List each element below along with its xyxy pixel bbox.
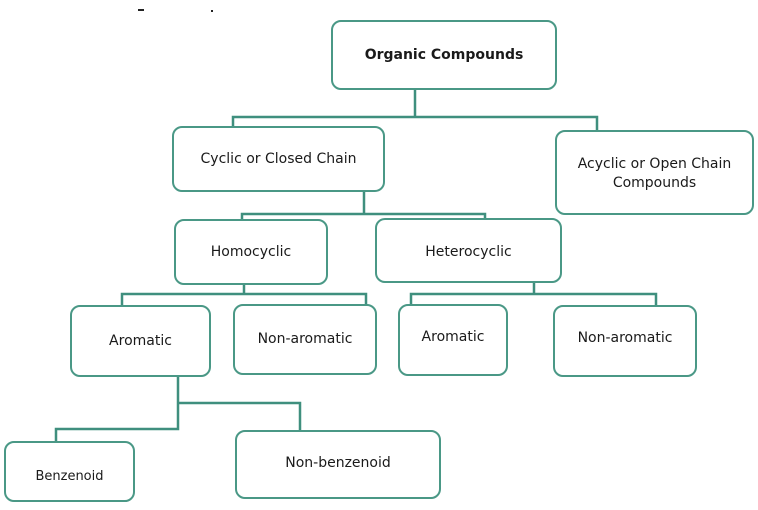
node-non-benzenoid: Non-benzenoid (235, 430, 441, 499)
node-label: Non-benzenoid (285, 455, 391, 471)
node-label: Benzenoid (35, 469, 104, 484)
node-heterocyclic-aromatic: Aromatic (398, 304, 508, 376)
node-label: Aromatic (109, 332, 172, 349)
node-heterocyclic-nonaromatic: Non-aromatic (553, 305, 697, 377)
node-homocyclic: Homocyclic (174, 219, 328, 285)
node-benzenoid: Benzenoid (4, 441, 135, 502)
node-label: Aromatic (421, 329, 485, 345)
node-acyclic-open-chain: Acyclic or Open Chain Compounds (555, 130, 754, 215)
node-homocyclic-aromatic: Aromatic (70, 305, 211, 377)
cropped-text-fragment (211, 10, 213, 12)
node-label: Non-aromatic (577, 330, 673, 346)
node-label: Acyclic or Open Chain Compounds (577, 156, 732, 191)
connector-aromatic-to-benzenoid (54, 377, 180, 441)
node-label: Non-aromatic (257, 331, 353, 347)
node-cyclic-closed-chain: Cyclic or Closed Chain (172, 126, 385, 192)
node-label: Heterocyclic (425, 244, 512, 260)
connector-heterocyclic-children (409, 292, 658, 305)
connector-aromatic-to-nonbenzenoid (178, 401, 302, 430)
connector-cyclic-children (240, 212, 487, 219)
node-label: Organic Compounds (364, 46, 524, 63)
node-homocyclic-nonaromatic: Non-aromatic (233, 304, 377, 375)
connector-homocyclic-children (120, 292, 368, 305)
node-label: Cyclic or Closed Chain (200, 151, 357, 167)
node-label: Homocyclic (210, 243, 292, 260)
cropped-text-fragment (138, 9, 144, 11)
node-heterocyclic: Heterocyclic (375, 218, 562, 283)
node-organic-compounds: Organic Compounds (331, 20, 557, 90)
